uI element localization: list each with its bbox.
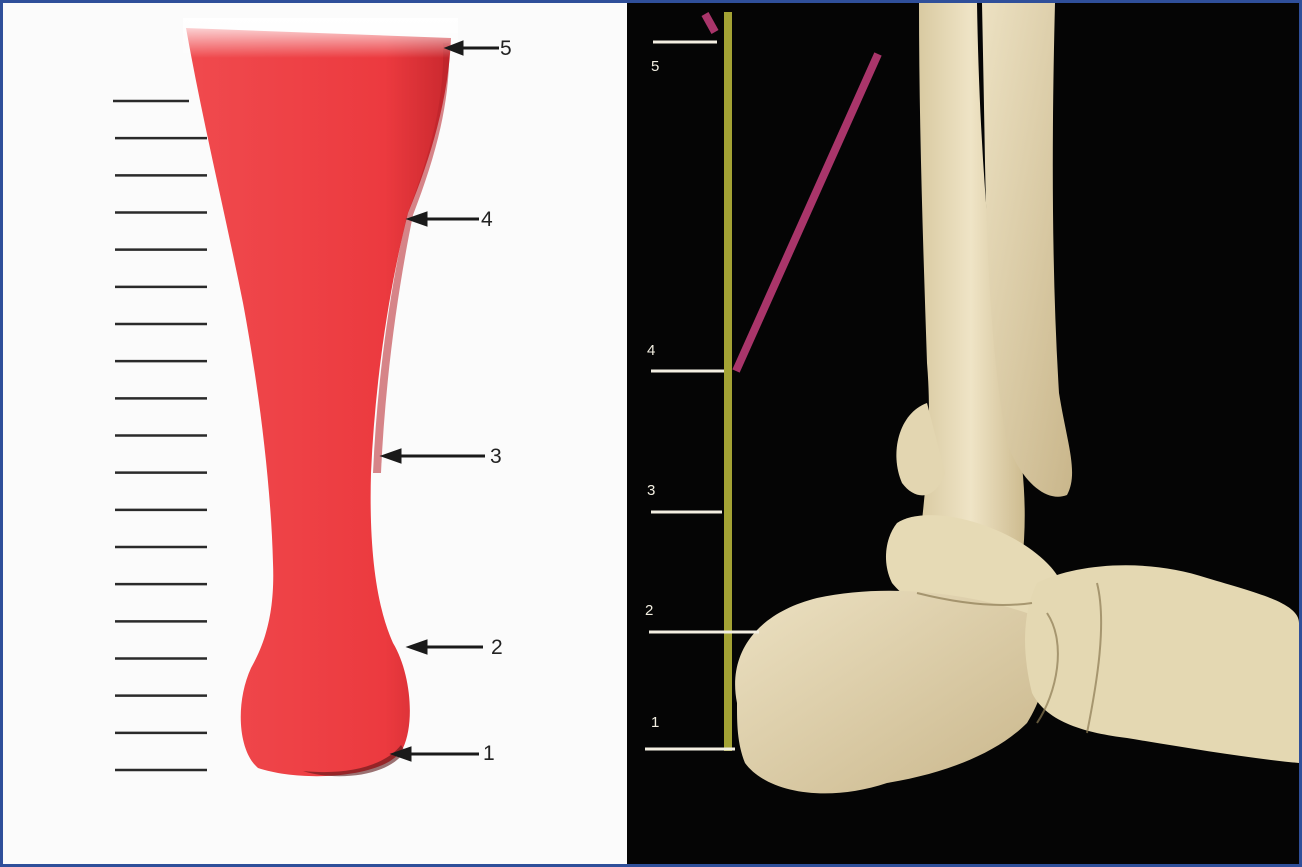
right-level-label-4: 4 bbox=[647, 343, 655, 358]
ankle-illustration bbox=[627, 3, 1299, 864]
right-level-label-2: 2 bbox=[645, 603, 653, 618]
angle-line bbox=[736, 54, 878, 371]
arrow-3 bbox=[381, 449, 485, 463]
ankle-photo-panel: 5 4 3 2 1 bbox=[627, 3, 1299, 864]
calcaneus-bone bbox=[735, 591, 1048, 794]
right-level-label-3: 3 bbox=[647, 483, 655, 498]
arrow-1 bbox=[391, 747, 479, 761]
midfoot-bones bbox=[1025, 565, 1299, 763]
left-level-label-5: 5 bbox=[500, 38, 512, 59]
left-level-label-3: 3 bbox=[490, 446, 502, 467]
arrow-2 bbox=[407, 640, 483, 654]
left-level-label-1: 1 bbox=[483, 743, 495, 764]
tendon-diagram-panel: 5 4 3 2 1 bbox=[3, 3, 627, 864]
scale-ticks bbox=[113, 101, 207, 770]
right-level-label-1: 1 bbox=[651, 715, 659, 730]
left-level-label-2: 2 bbox=[491, 637, 503, 658]
angle-line-top-marker bbox=[705, 14, 715, 32]
tendon-shape bbox=[186, 28, 451, 776]
right-level-label-5: 5 bbox=[651, 59, 659, 74]
left-level-label-4: 4 bbox=[481, 209, 493, 230]
arrow-4 bbox=[407, 212, 479, 226]
tendon-top-fade bbox=[183, 18, 458, 58]
tendon-diagram bbox=[3, 3, 627, 864]
level-ticks bbox=[645, 42, 759, 749]
